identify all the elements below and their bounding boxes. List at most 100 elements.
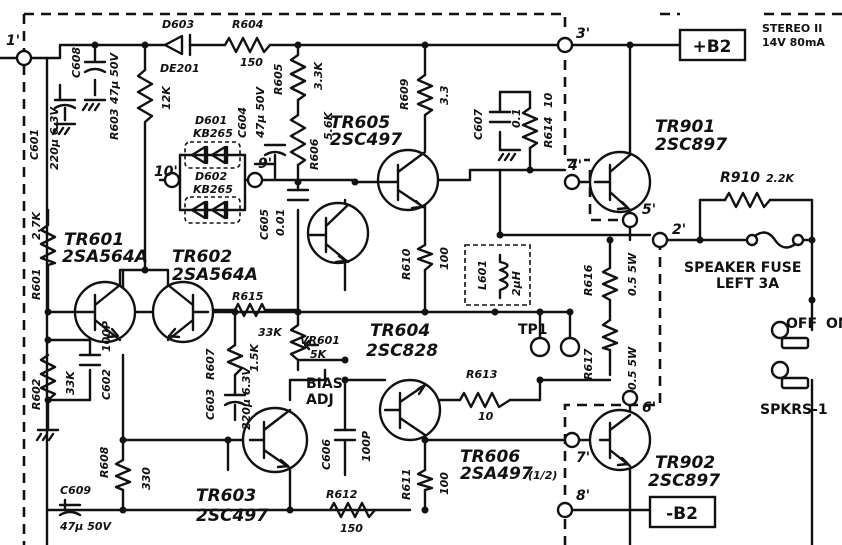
c601-value: 220µ 6.3V	[48, 106, 61, 170]
vr601-wiper	[303, 339, 320, 351]
terminal-5	[621, 211, 639, 229]
r606-symbol	[289, 113, 307, 167]
r615-value: 33K	[258, 326, 283, 339]
tr901-part: 2SC897	[655, 135, 727, 155]
terminal-7	[563, 431, 581, 449]
supply-boxes: +B2 -B2	[648, 28, 747, 529]
r601-ref: R601	[30, 269, 43, 300]
tp1-right	[559, 336, 581, 358]
tr602-part: 2SA564A	[172, 265, 258, 285]
r613-ref: R613	[466, 368, 498, 381]
c609-ref: C609	[60, 484, 91, 497]
stereo-label: STEREO II	[762, 22, 822, 35]
r602-value: 33K	[64, 370, 77, 395]
c602-symbol	[78, 353, 102, 367]
r611-symbol	[416, 468, 434, 492]
r614-symbol	[521, 106, 539, 150]
stereo-rating: 14V 80mA	[762, 36, 825, 49]
c602-value: 100P	[100, 321, 113, 352]
r910-ref: R910	[720, 170, 760, 186]
c607-ref: C607	[472, 109, 485, 140]
terminal-8	[556, 501, 574, 519]
pos-supply-box	[678, 28, 747, 62]
speaker-switch	[780, 336, 810, 390]
speaker-fuse-label: SPEAKER FUSE	[684, 260, 801, 276]
tp1-label: TP1	[518, 322, 548, 338]
c608-ref: C608	[70, 47, 83, 78]
r616-value: 0.5 5W	[626, 252, 639, 296]
tr902-ref: TR902	[655, 453, 715, 473]
tr604-part: 2SC828	[366, 341, 438, 361]
l601-value: 2µH	[510, 271, 523, 296]
tr901-symbol	[588, 150, 652, 214]
node-8-label: 8'	[576, 488, 590, 504]
labels: 1' 3' 4' 5' 2' 6' 7' 8' 9' 10' TR601 2SA…	[6, 18, 842, 535]
r609-symbol	[416, 73, 434, 117]
d602-symbol	[190, 200, 229, 220]
node-5-label: 5'	[642, 202, 656, 218]
r614-value: 10	[542, 92, 555, 108]
tr603-lower-part: 2SC497	[196, 506, 268, 526]
node-1-label: 1'	[6, 33, 20, 49]
d602-part: KB265	[193, 183, 233, 196]
c603-ref: C603	[204, 389, 217, 420]
spkrs-label: SPKRS-1	[760, 402, 828, 418]
terminal-10	[163, 171, 181, 189]
tr602-ref: TR602	[172, 247, 232, 267]
board-outline	[22, 12, 842, 545]
r611-value: 100	[438, 472, 451, 495]
switch-contact-a	[770, 320, 790, 340]
neg-supply-label: -B2	[666, 504, 698, 524]
neg-supply-box	[648, 495, 717, 529]
terminal-1	[15, 49, 33, 67]
switch-body-b	[780, 376, 810, 390]
switch-on-label: ON	[826, 316, 842, 332]
r612-symbol	[328, 501, 377, 519]
r601-value: 2.7K	[30, 211, 43, 240]
r606-value: 5.6K	[322, 111, 335, 140]
tp1-left	[529, 336, 551, 358]
node-2-label: 2'	[672, 222, 686, 238]
r611-ref: R611	[400, 469, 413, 500]
c607-symbol	[488, 110, 512, 124]
tr603-lower-symbol	[241, 406, 309, 474]
node-7-label: 7'	[576, 450, 590, 466]
d603-symbol	[163, 33, 192, 57]
d603-part: DE201	[160, 62, 200, 75]
inductor-l601	[464, 244, 531, 306]
c602-ref: C602	[100, 369, 113, 400]
ground-1	[81, 93, 107, 112]
node-3-label: 3'	[576, 26, 590, 42]
c606-value: 100P	[360, 431, 373, 462]
d601-ref: D601	[195, 114, 227, 127]
r612-value: 150	[340, 522, 363, 535]
grounds	[35, 93, 522, 442]
r612-ref: R612	[326, 488, 358, 501]
tr601-ref: TR601	[64, 230, 124, 250]
tr605-symbol	[376, 148, 440, 212]
r603-value: 12K	[160, 85, 173, 110]
d601-symbol	[190, 145, 229, 165]
r615-symbol	[233, 302, 267, 318]
terminal-9	[246, 171, 264, 189]
tr603-lower-ref: TR603	[196, 486, 256, 506]
r603-ref: R603	[108, 108, 121, 140]
r609-value: 3.3	[438, 85, 451, 105]
c609-symbol	[58, 498, 82, 517]
r607-value: 1.5K	[248, 343, 261, 372]
r607-ref: R607	[204, 348, 217, 380]
tr606-ref: TR606	[460, 447, 520, 467]
c607-value: 0.1	[510, 109, 523, 129]
switch-body-a	[780, 336, 810, 350]
r617-value: 0.5 5W	[626, 346, 639, 390]
r605-ref: R605	[272, 63, 285, 95]
pos-supply-label: +B2	[692, 37, 731, 57]
r601-symbol	[39, 223, 57, 267]
tr601-part: 2SA564A	[62, 247, 148, 267]
bias-label: BIAS	[306, 376, 343, 392]
junctions	[44, 41, 816, 514]
r608-ref: R608	[98, 446, 111, 478]
r613-symbol	[458, 391, 512, 409]
r910-symbol	[723, 191, 772, 209]
